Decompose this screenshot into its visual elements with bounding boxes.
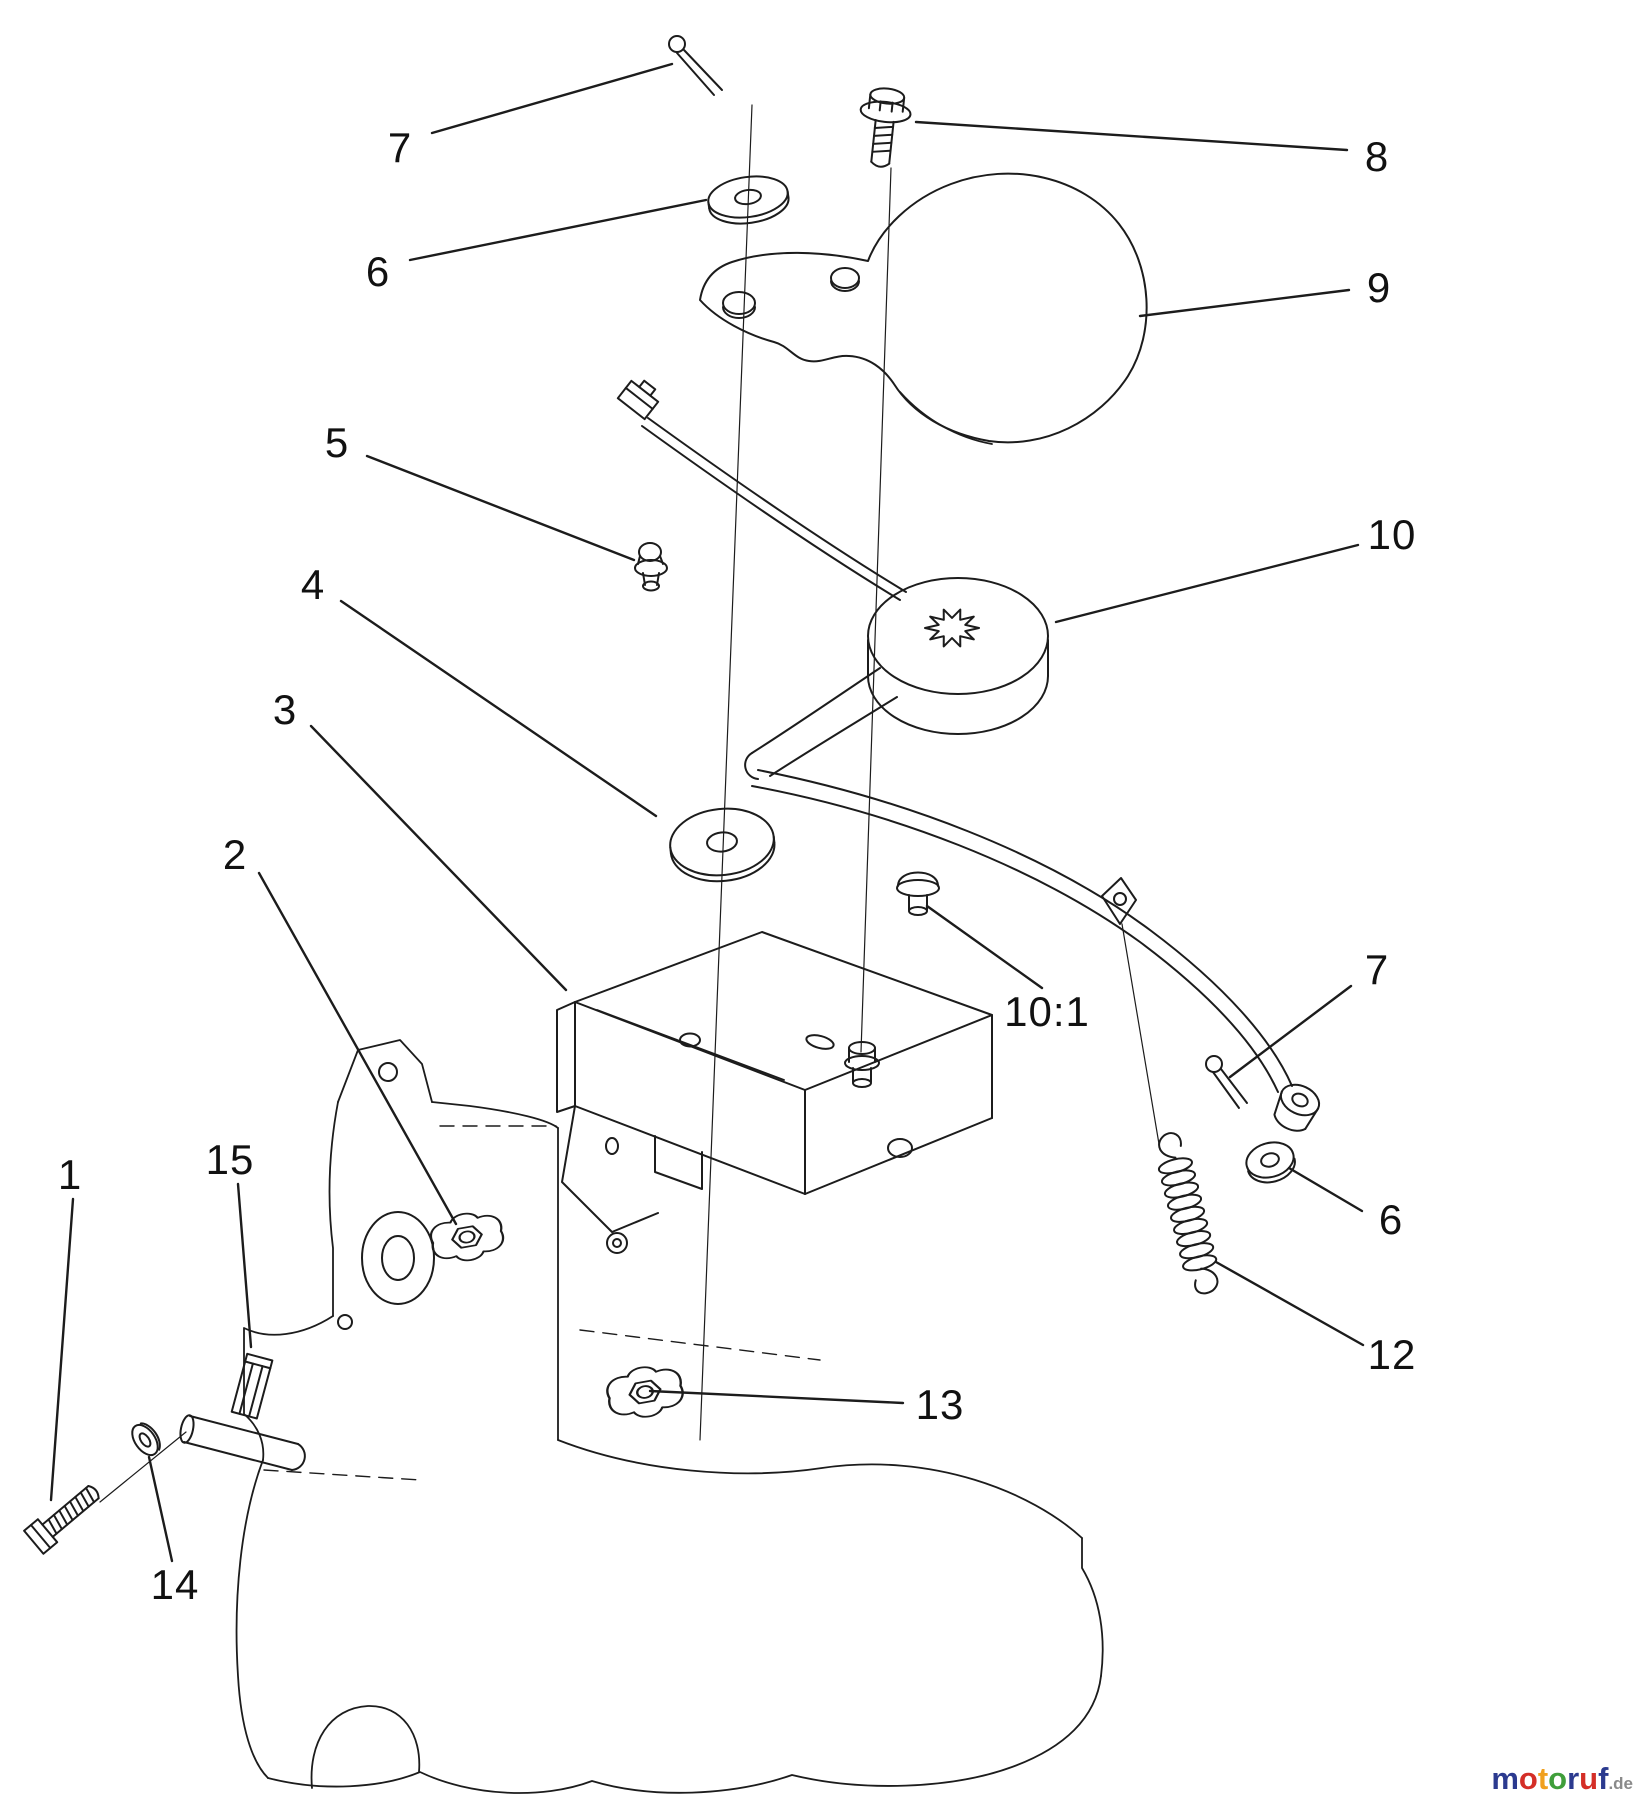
- leader-line-5: [365, 454, 636, 562]
- callout-label-7: 7: [1364, 946, 1390, 993]
- hex-bolt-1: [23, 1485, 100, 1555]
- spline-hole: [924, 608, 980, 648]
- plug: [896, 871, 940, 916]
- leader-line-9: [1138, 288, 1351, 318]
- callout-label-15: 15: [205, 1136, 255, 1183]
- leader-line-10: [1054, 543, 1360, 624]
- logo-letter: o: [1548, 1761, 1568, 1796]
- motoruf-logo[interactable]: motoruf.de: [1491, 1763, 1633, 1794]
- callout-label-6: 6: [365, 248, 391, 295]
- callout-label-8: 8: [1364, 133, 1390, 180]
- leader-line-14: [147, 1455, 174, 1563]
- callout-label-4: 4: [300, 561, 326, 608]
- bracket-stud: [844, 1041, 880, 1088]
- callout-label-10:1: 10:1: [1004, 988, 1090, 1035]
- callout-label-5: 5: [324, 419, 350, 466]
- leader-line-3: [309, 724, 568, 992]
- leader-line-10:1: [925, 904, 1044, 990]
- cotter-pin-right: [1205, 1055, 1248, 1109]
- callout-label-6: 6: [1378, 1196, 1404, 1243]
- leader-line-6: [408, 198, 708, 262]
- spring: [1157, 1132, 1219, 1295]
- flat-washer: [669, 807, 776, 883]
- washer-14: [131, 1422, 161, 1457]
- leader-line-7: [1228, 984, 1353, 1079]
- logo-letter: r: [1567, 1761, 1580, 1796]
- callout-label-1: 1: [57, 1151, 83, 1198]
- ball-stud: [634, 542, 668, 592]
- callout-label-3: 3: [272, 686, 298, 733]
- mounting-bracket: [556, 931, 993, 1233]
- logo-letter: t: [1537, 1761, 1549, 1796]
- cam-plate: [699, 172, 1148, 445]
- leader-line-1: [49, 1197, 75, 1502]
- leader-line-7: [430, 62, 674, 135]
- callout-label-2: 2: [222, 831, 248, 878]
- clover-plate-2: [429, 1212, 505, 1262]
- engine-housing: [235, 1039, 1104, 1794]
- leader-line-8: [914, 120, 1349, 152]
- leader-lines: [49, 62, 1365, 1563]
- callout-label-10: 10: [1367, 511, 1417, 558]
- cotter-pin-top: [668, 35, 723, 96]
- leader-line-12: [1214, 1260, 1365, 1347]
- callout-label-14: 14: [150, 1561, 200, 1608]
- logo-letters: motoruf: [1491, 1761, 1608, 1796]
- cruise-dial: [867, 577, 1049, 735]
- callout-label-7: 7: [387, 124, 413, 171]
- logo-suffix: .de: [1608, 1774, 1633, 1793]
- leader-line-2: [257, 871, 458, 1226]
- washer-top: [707, 175, 790, 225]
- lever-arm: [744, 667, 1321, 1151]
- logo-letter: u: [1579, 1761, 1599, 1796]
- flange-bolt: [859, 87, 912, 168]
- logo-letter: f: [1598, 1761, 1609, 1796]
- leader-line-15: [236, 1182, 253, 1349]
- callout-label-12: 12: [1367, 1331, 1417, 1378]
- logo-letter: m: [1491, 1761, 1519, 1796]
- washer-right: [1245, 1141, 1296, 1184]
- callout-label-13: 13: [915, 1381, 965, 1428]
- rod-and-clip: [179, 1352, 306, 1471]
- leader-line-6: [1287, 1166, 1364, 1213]
- leader-line-4: [339, 599, 658, 818]
- leader-line-13: [648, 1389, 905, 1405]
- construction-lines: [99, 104, 892, 1503]
- cable-assembly: [616, 379, 907, 601]
- callout-label-9: 9: [1366, 264, 1392, 311]
- logo-letter: o: [1518, 1761, 1538, 1796]
